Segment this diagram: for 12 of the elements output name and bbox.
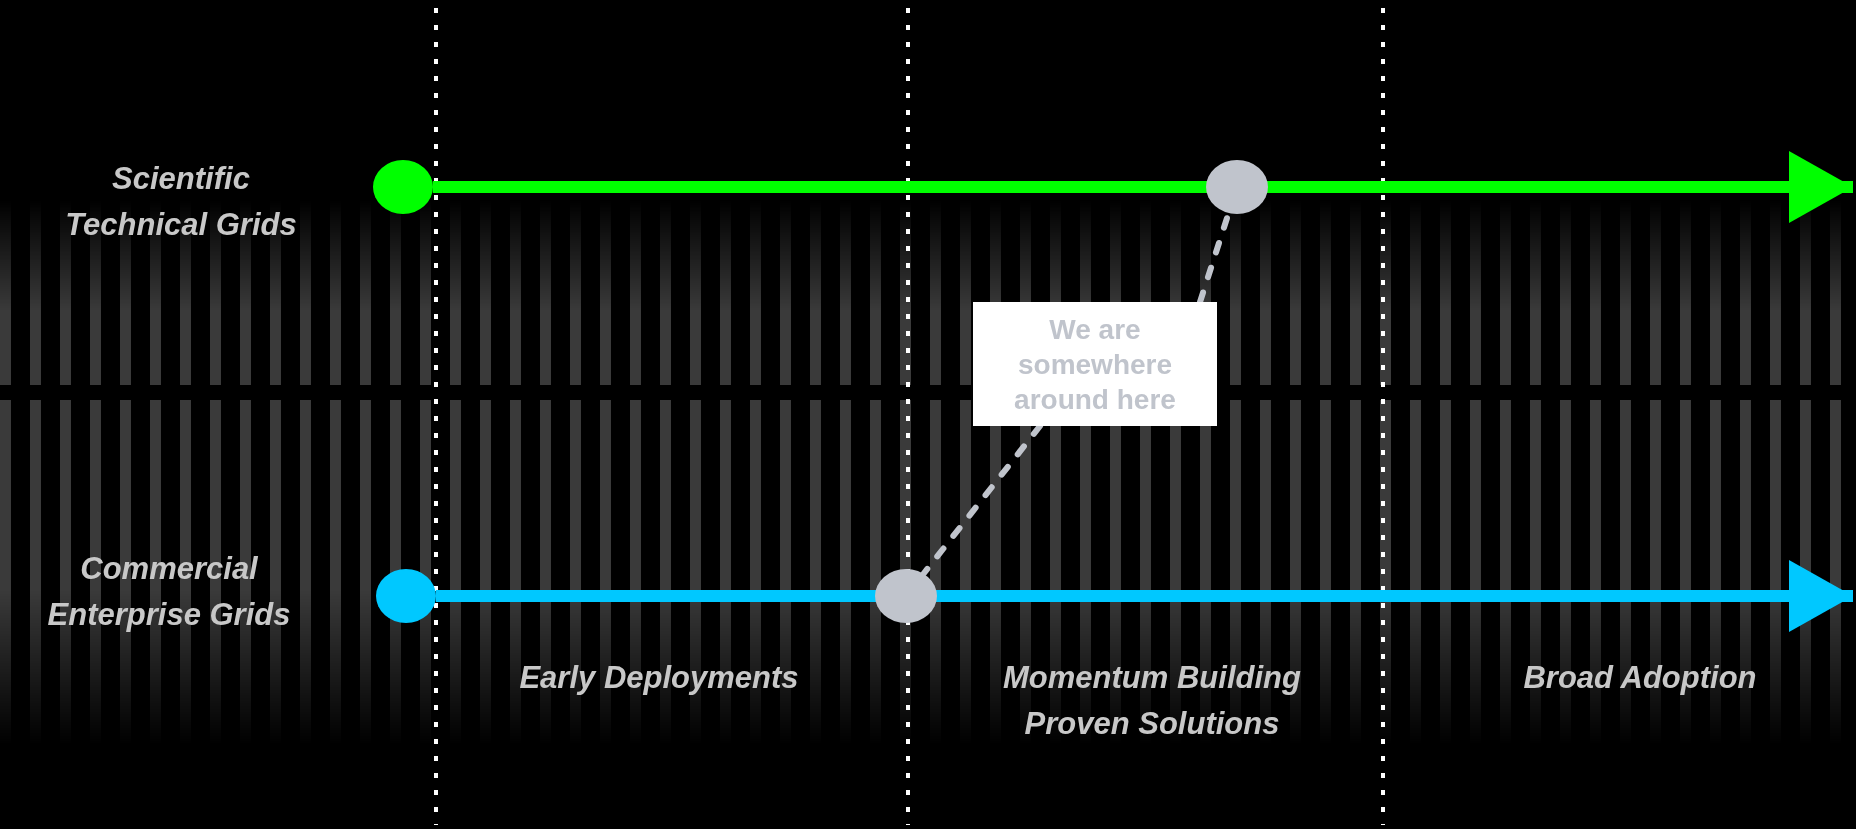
callout-box [973, 302, 1217, 426]
start-dot [376, 569, 436, 623]
callout-text: We are somewhere around here [1013, 312, 1177, 417]
timeline-arrow [433, 151, 1853, 223]
position-marker [1206, 160, 1268, 214]
start-dot [373, 160, 433, 214]
phase-label: Early Deployments [518, 659, 800, 697]
timeline-arrow [436, 560, 1853, 632]
phase-label: Broad Adoption [1522, 659, 1758, 697]
phase-label: Momentum Building Proven Solutions [1002, 659, 1302, 743]
track-label: Commercial Enterprise Grids [46, 550, 292, 634]
track-label: Scientific Technical Grids [64, 160, 298, 244]
